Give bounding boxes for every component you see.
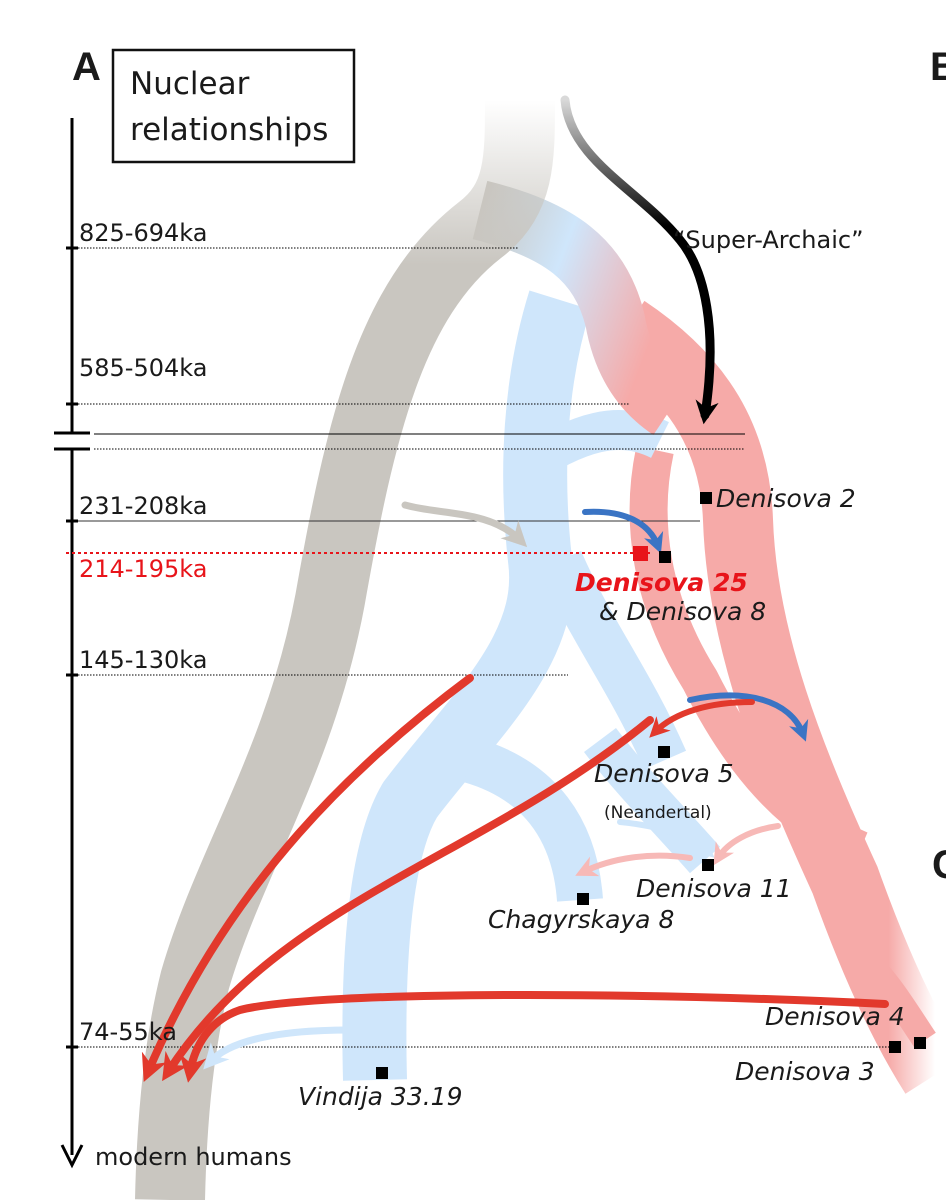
panel-letter-c: C — [932, 843, 946, 887]
lineage-bands — [135, 99, 946, 1200]
label-denisova4: Denisova 4 — [765, 1002, 905, 1031]
lightblue-flow-arrow-modern — [203, 1026, 354, 1070]
label-denisova3: Denisova 3 — [735, 1057, 875, 1086]
label-denisova25: Denisova 25 — [575, 568, 748, 597]
panel-letter-a: A — [72, 45, 101, 89]
marker-chagyrskaya8 — [577, 893, 589, 905]
neandertal-trunk — [342, 290, 591, 1081]
time-label-825: 825-694ka — [79, 219, 207, 247]
legend-box-line1: Nuclear — [130, 66, 250, 102]
marker-denisova2 — [700, 492, 712, 504]
time-label-74: 74-55ka — [79, 1018, 177, 1046]
label-denisova5: Denisova 5 — [594, 759, 734, 788]
time-reference-lines — [66, 247, 900, 1048]
time-label-585: 585-504ka — [79, 354, 207, 382]
time-axis — [50, 118, 94, 1169]
label-denisova8: & Denisova 8 — [599, 597, 766, 626]
legend-box-line2: relationships — [130, 112, 328, 148]
pink-flow-arrow-d11 — [575, 852, 693, 877]
super-archaic-label: “Super-Archaic” — [673, 226, 864, 254]
legend-box: Nuclear relationships — [111, 48, 356, 164]
marker-denisova11 — [702, 859, 714, 871]
gray-flow-arrow — [401, 501, 528, 548]
lightblue-flow-arrow-d11 — [617, 819, 715, 858]
marker-denisova3 — [889, 1041, 901, 1053]
red-flow-arrow-3 — [179, 990, 889, 1083]
denisovan-inner-branch — [629, 446, 868, 868]
denisovan-bottom-branch — [860, 955, 936, 1048]
red-flow-arrow-1 — [141, 674, 474, 1083]
denisovan-trunk — [605, 300, 946, 1094]
time-axis-arrowhead — [60, 1144, 84, 1169]
marker-denisova5 — [658, 746, 670, 758]
label-denisova2: Denisova 2 — [716, 484, 856, 513]
marker-denisova4 — [914, 1037, 926, 1049]
panel-letter-b: B — [930, 45, 946, 89]
marker-vindija — [376, 1067, 388, 1079]
gene-flow-arrows — [141, 95, 889, 1083]
time-label-214: 214-195ka — [79, 555, 207, 583]
marker-denisova25 — [633, 546, 648, 561]
label-neandertal-note: (Neandertal) — [604, 803, 712, 823]
label-vindija: Vindija 33.19 — [298, 1082, 463, 1111]
time-axis-break — [50, 432, 94, 450]
time-label-145: 145-130ka — [79, 646, 207, 674]
time-axis-end-label: modern humans — [95, 1143, 292, 1171]
modern-human-trunk — [135, 99, 555, 1200]
red-flow-arrow-2 — [162, 716, 654, 1082]
time-label-231: 231-208ka — [79, 492, 207, 520]
red-flow-arrow-d5 — [649, 699, 755, 738]
super-archaic-arrow — [560, 95, 719, 425]
pink-flow-arrow-right — [713, 823, 781, 866]
label-chagyrskaya8: Chagyrskaya 8 — [488, 905, 674, 934]
marker-denisova8 — [659, 551, 671, 563]
label-denisova11: Denisova 11 — [636, 874, 792, 903]
sample-markers — [376, 492, 926, 1079]
blue-flow-arrow-d25 — [582, 508, 664, 554]
blue-flow-arrow-d5 — [687, 692, 809, 742]
archaic-root — [472, 180, 688, 435]
